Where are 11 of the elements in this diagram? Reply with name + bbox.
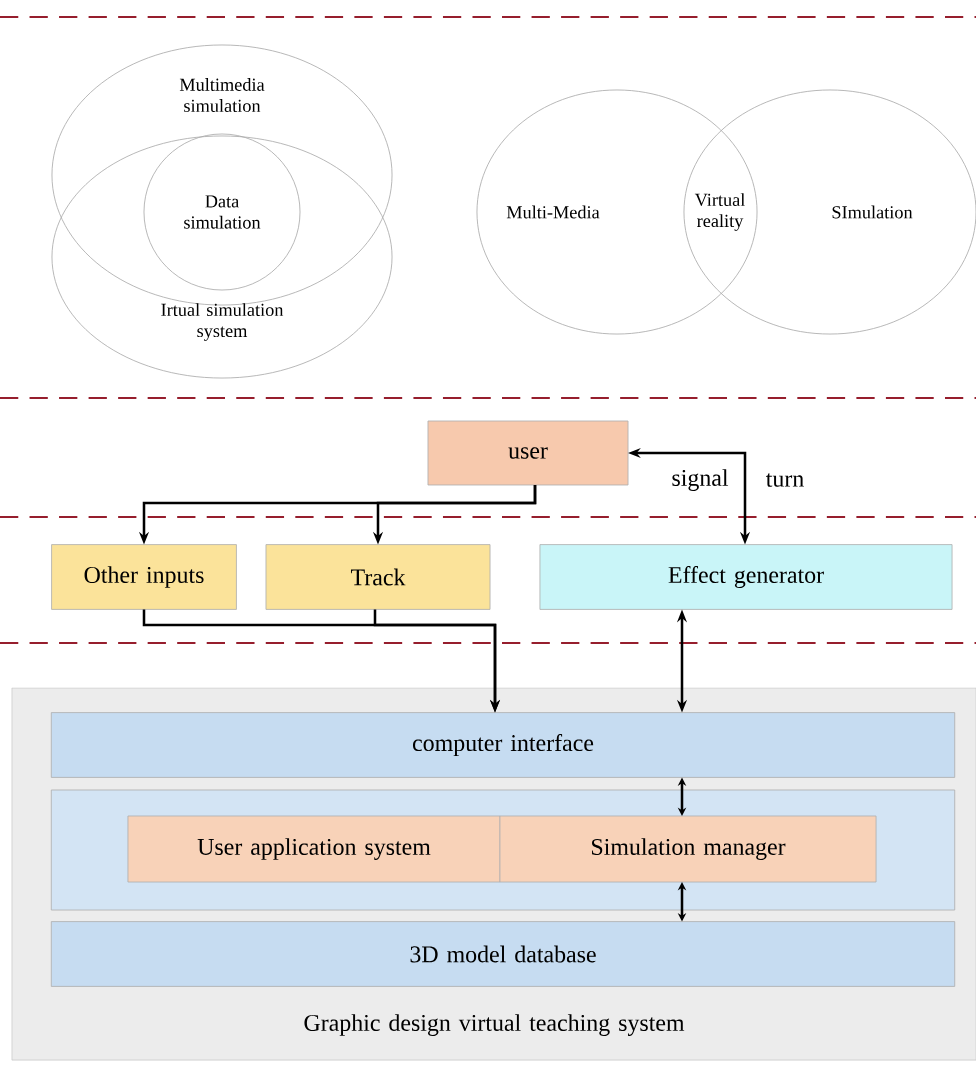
edge-label: signal: [670, 467, 730, 493]
module-box: Simulation manager: [499, 815, 877, 883]
layer-bar: 3D model database: [50, 921, 956, 987]
process-box: Track: [265, 544, 491, 610]
process-box: Effect generator: [539, 544, 953, 610]
process-box: Other inputs: [51, 544, 237, 610]
annotation-text: turn: [766, 473, 804, 487]
layer-bar: computer interface: [50, 712, 956, 778]
process-box: user: [427, 420, 629, 486]
module-box: User application system: [127, 815, 501, 883]
region-label: Virtual reality: [694, 193, 745, 231]
